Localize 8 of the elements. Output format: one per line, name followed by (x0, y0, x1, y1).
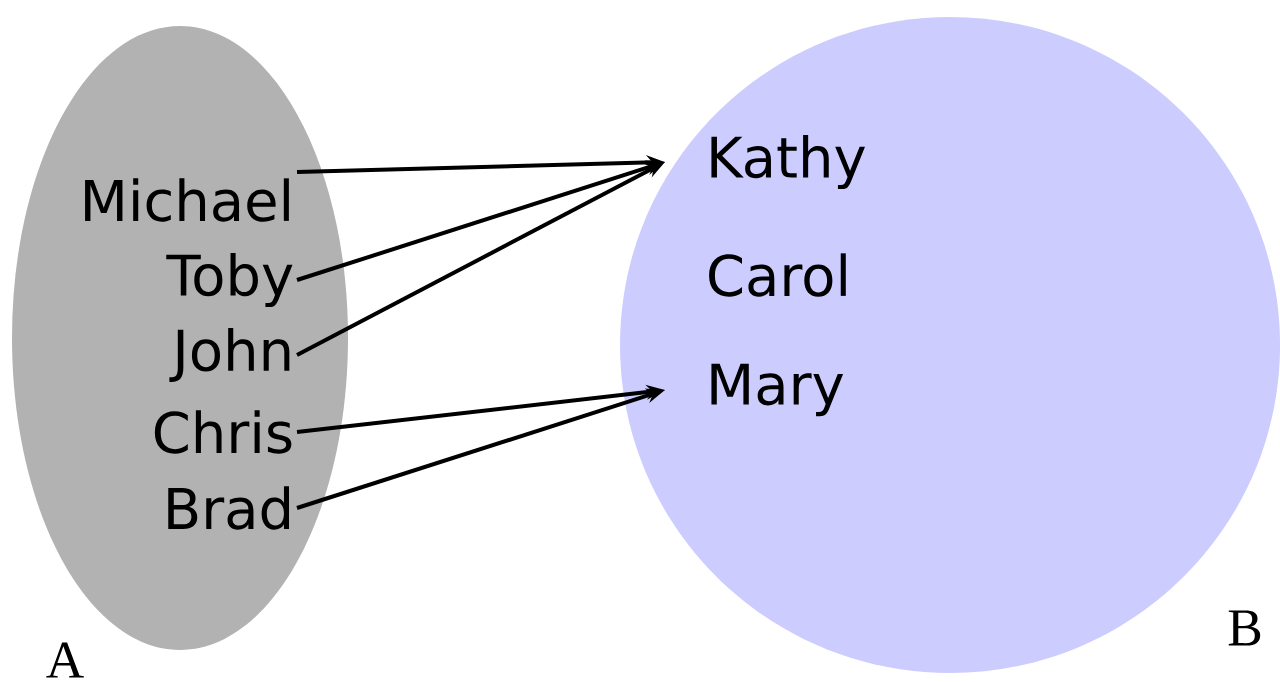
name-label: John (169, 328, 290, 382)
name-label: Toby (166, 252, 293, 308)
name-label: Carol (709, 253, 846, 297)
name-label: Mary (711, 363, 844, 417)
name-label: Chris (154, 410, 292, 454)
name-label: Kathy (711, 134, 865, 190)
name-label: Michael (85, 178, 289, 222)
name-label: Brad (168, 486, 289, 530)
